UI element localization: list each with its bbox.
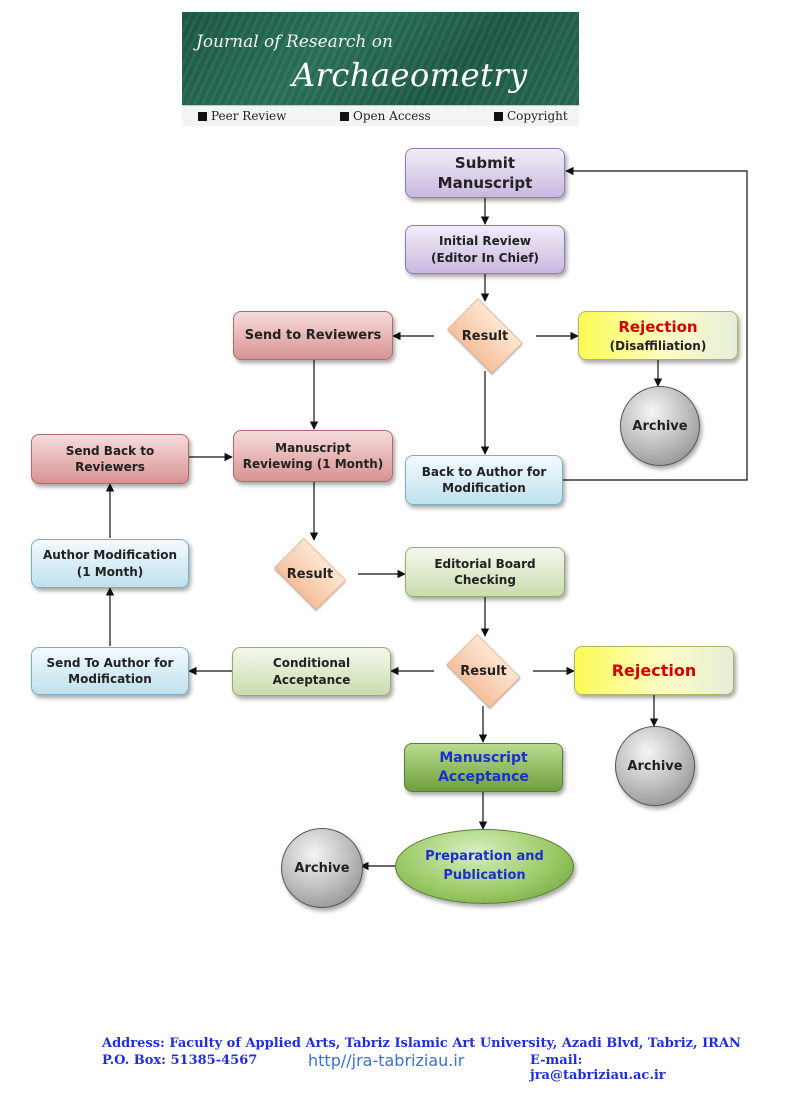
footer-pobox: P.O. Box: 51385-4567 bbox=[102, 1053, 258, 1068]
node-archive-1[interactable]: Archive bbox=[620, 386, 700, 466]
node-manuscript-acceptance[interactable]: Manuscript Acceptance bbox=[404, 743, 563, 792]
footer-website-link[interactable]: http//jra-tabriziau.ir bbox=[308, 1051, 465, 1070]
journal-banner: Journal of Research on Archaeometry Peer… bbox=[182, 12, 579, 126]
tag-open-access: Open Access bbox=[340, 109, 431, 123]
footer-contact: Address: Faculty of Applied Arts, Tabriz… bbox=[102, 1036, 741, 1083]
node-rejection[interactable]: Rejection bbox=[574, 646, 734, 695]
tag-peer-review: Peer Review bbox=[198, 109, 286, 123]
footer-address: Address: Faculty of Applied Arts, Tabriz… bbox=[102, 1036, 741, 1051]
square-bullet-icon bbox=[340, 111, 349, 121]
node-rejection-disaffiliation[interactable]: Rejection (Disaffiliation) bbox=[578, 311, 738, 360]
square-bullet-icon bbox=[198, 111, 207, 121]
node-author-modification[interactable]: Author Modification (1 Month) bbox=[31, 539, 189, 588]
square-bullet-icon bbox=[494, 111, 503, 121]
node-send-to-reviewers[interactable]: Send to Reviewers bbox=[233, 311, 393, 360]
tag-copyright: Copyright bbox=[494, 109, 568, 123]
node-archive-2[interactable]: Archive bbox=[615, 726, 695, 806]
footer-email-link[interactable]: E-mail: jra@tabriziau.ac.ir bbox=[530, 1053, 666, 1083]
decision-result-2[interactable]: Result bbox=[262, 538, 358, 610]
node-initial-review[interactable]: Initial Review (Editor In Chief) bbox=[405, 225, 565, 274]
node-back-to-author[interactable]: Back to Author for Modification bbox=[405, 455, 563, 505]
decision-result-1[interactable]: Result bbox=[434, 298, 536, 374]
node-editorial-board-checking[interactable]: Editorial Board Checking bbox=[405, 547, 565, 597]
banner-title-line2: Archaeometry bbox=[292, 56, 528, 94]
node-conditional-acceptance[interactable]: Conditional Acceptance bbox=[232, 647, 391, 696]
node-submit-manuscript[interactable]: Submit Manuscript bbox=[405, 148, 565, 198]
banner-tag-bar: Peer Review Open Access Copyright bbox=[182, 105, 579, 126]
node-preparation-publication[interactable]: Preparation and Publication bbox=[395, 829, 574, 904]
node-manuscript-reviewing[interactable]: Manuscript Reviewing (1 Month) bbox=[233, 430, 393, 482]
node-send-back-to-reviewers[interactable]: Send Back to Reviewers bbox=[31, 434, 189, 484]
node-archive-3[interactable]: Archive bbox=[281, 828, 363, 908]
node-send-to-author[interactable]: Send To Author for Modification bbox=[31, 647, 189, 695]
decision-result-3[interactable]: Result bbox=[434, 633, 533, 709]
banner-title-line1: Journal of Research on bbox=[196, 32, 393, 52]
edge-backauthor-submit bbox=[563, 166, 748, 481]
